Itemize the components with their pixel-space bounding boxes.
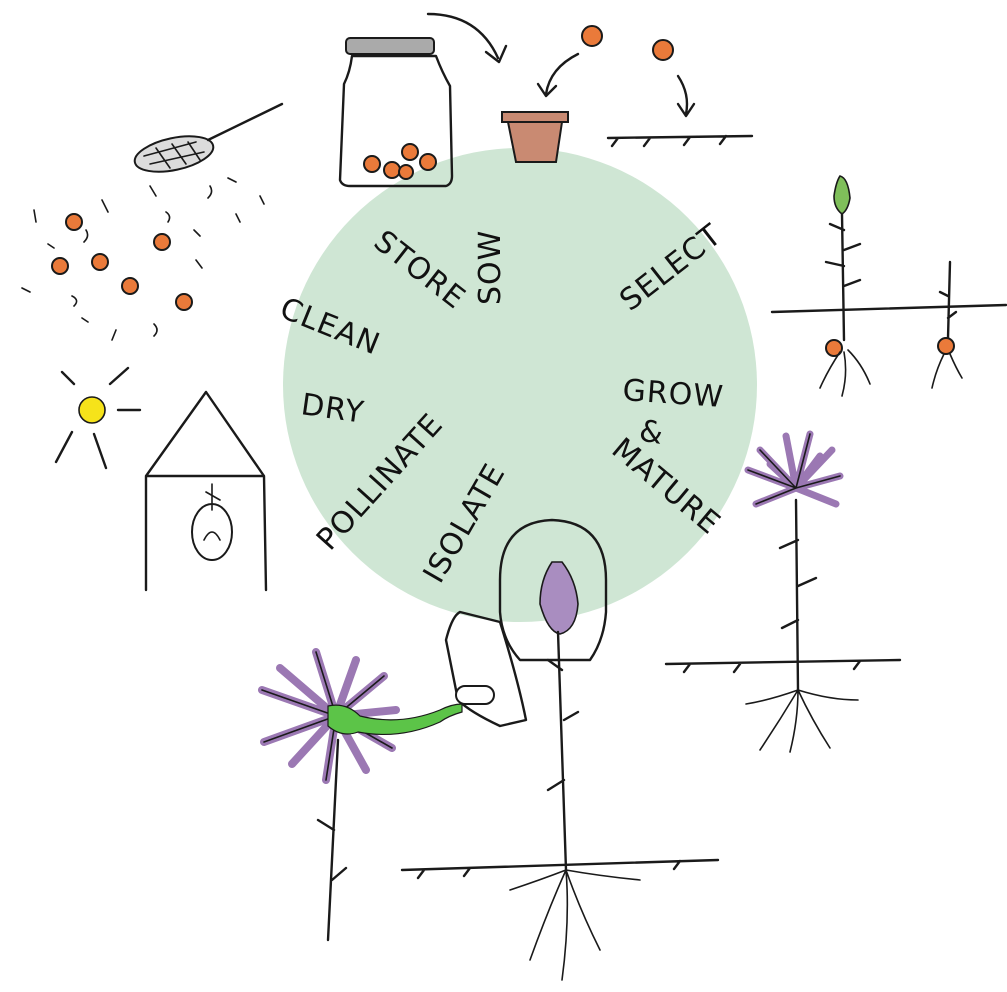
sun-icon xyxy=(79,397,105,423)
drying-bag-illustration xyxy=(146,392,266,590)
step-label-grow: GROW xyxy=(621,373,725,415)
falling-seed xyxy=(653,40,673,60)
arrow-seed-to-pot xyxy=(538,54,578,96)
arrow-seed-to-ground xyxy=(678,76,694,116)
sieve-icon xyxy=(132,104,282,178)
arrow-jar-to-pot xyxy=(428,14,506,62)
pollinate-flower-illustration xyxy=(262,652,462,940)
seedling-strong-illustration xyxy=(772,176,1006,396)
scattered-seeds xyxy=(22,178,264,340)
falling-seed xyxy=(582,26,602,46)
seedling-weak-illustration xyxy=(932,262,962,388)
ground-line xyxy=(608,136,752,146)
jar-illustration xyxy=(340,38,452,186)
step-label-sow: SOW xyxy=(473,230,508,305)
